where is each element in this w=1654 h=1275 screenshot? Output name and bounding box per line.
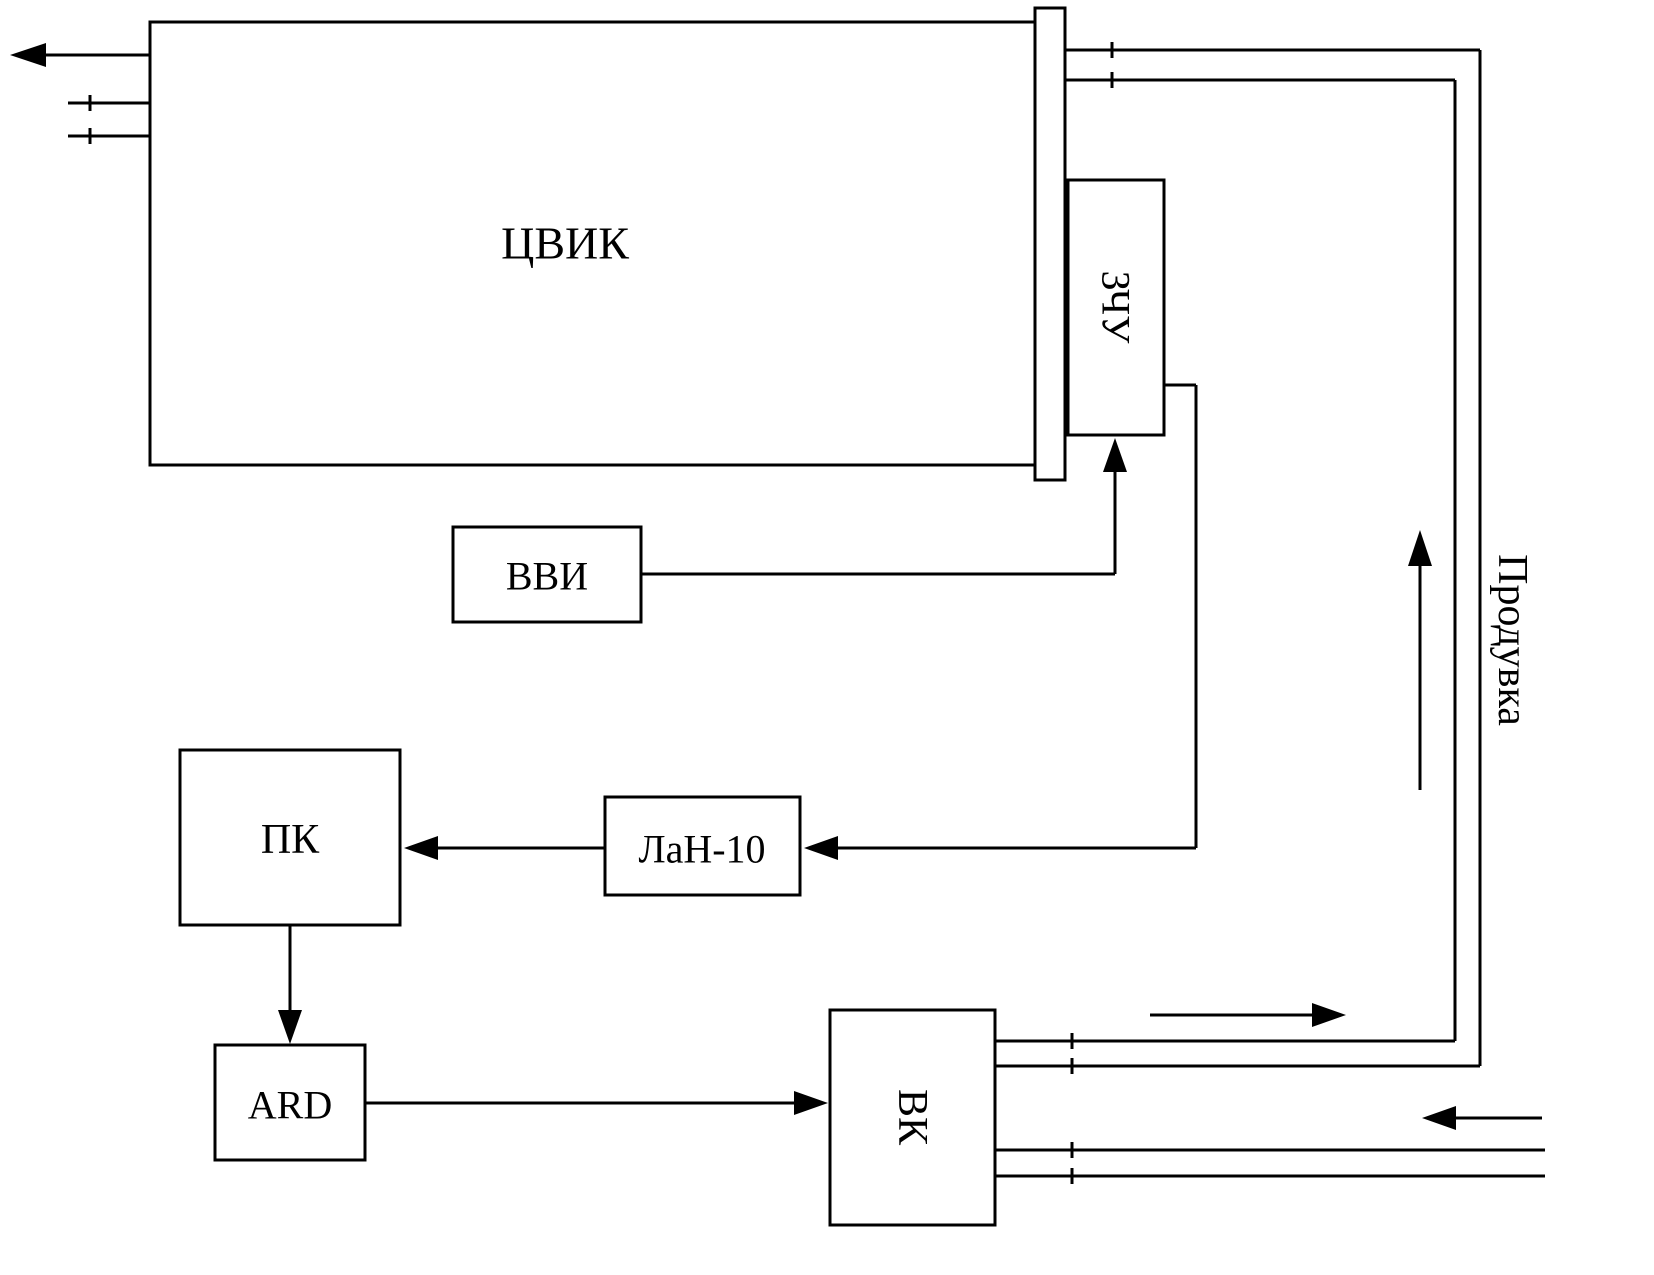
- ard-label: ARD: [248, 1083, 332, 1128]
- cvik-label: ЦВИК: [501, 218, 629, 269]
- cvik-block: [148, 20, 1037, 467]
- vvi-block: [451, 525, 643, 624]
- ard-block: [213, 1043, 367, 1162]
- pk-to-ard-wire: [278, 925, 302, 1044]
- purge-label: Продувка: [1489, 554, 1535, 726]
- pk-block: [178, 748, 402, 927]
- cvik-flange: [1033, 6, 1067, 482]
- lan10-to-pk-wire: [404, 836, 605, 860]
- pk-label: ПК: [261, 817, 320, 863]
- vk-label: ВК: [889, 1089, 935, 1146]
- zchu-to-lan10-wire: [804, 383, 1198, 860]
- vk-inlet-pipes: [995, 1148, 1545, 1178]
- ard-to-vk-wire: [365, 1091, 828, 1115]
- cvik-inlet-stubs: [68, 95, 150, 144]
- purge-flow-up-arrow: [1408, 530, 1432, 790]
- purge-pipe-outer: [995, 48, 1482, 1068]
- zchu-label: ЗЧУ: [1094, 271, 1139, 345]
- vvi-to-zchu-wire: [641, 438, 1127, 576]
- lan10-label: ЛаН-10: [638, 827, 765, 872]
- vk-outlet-flow-arrow: [1150, 1003, 1346, 1027]
- vk-block: [828, 1008, 997, 1227]
- zchu-block: [1066, 178, 1166, 437]
- vk-inlet-flow-arrow: [1422, 1106, 1542, 1130]
- vvi-label: ВВИ: [506, 554, 588, 599]
- cvik-output-arrow: [10, 43, 150, 67]
- lan10-block: [603, 795, 802, 897]
